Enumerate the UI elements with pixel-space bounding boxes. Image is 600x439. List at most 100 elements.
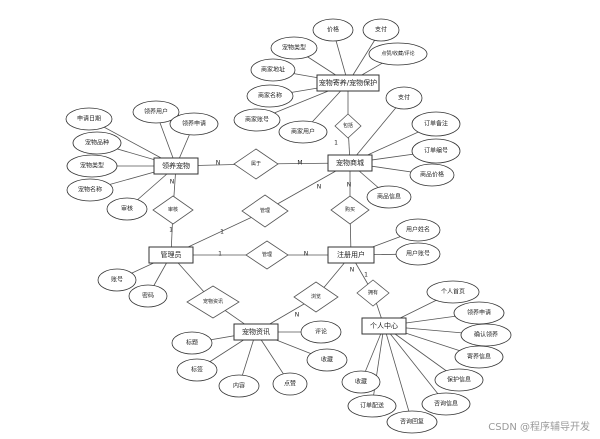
attribute-label-a_collect2: 收藏: [355, 378, 367, 386]
attribute-label-a_comment: 评论: [315, 328, 327, 336]
attribute-label-a_shopacct: 商家账号: [245, 116, 269, 124]
relationship-label-r_user_info: 浏览: [311, 293, 321, 300]
relationship-label-r_user_shop: 购买: [345, 206, 355, 213]
attribute-ellipse-a_comment: [300, 320, 342, 344]
attribute-ellipse-a_content: [218, 374, 260, 398]
attribute-label-a_adopt_user: 领养用户: [144, 108, 168, 116]
attribute-label-a_username: 用户姓名: [406, 226, 430, 234]
attribute-label-a_apply_date: 申请日期: [77, 115, 101, 123]
cardinality-label-c12: N: [295, 312, 300, 319]
cardinality-label-c8: N: [304, 251, 309, 258]
attribute-label-a_title: 标题: [186, 339, 198, 347]
attribute-ellipse-a_collect2: [341, 370, 381, 394]
entity-box-adopt: [153, 157, 199, 175]
cardinality-label-c7: 1: [218, 251, 222, 258]
relationship-label-r_admin_shop: 管理: [260, 207, 270, 214]
attribute-label-a_acct: 账号: [111, 276, 123, 284]
attribute-ellipse-a_tag: [176, 358, 218, 382]
cardinality-label-c9: N: [170, 179, 175, 186]
attribute-label-a_orderno: 订单编号: [424, 147, 448, 155]
attribute-ellipse-a_consultrep: [386, 410, 438, 434]
attribute-label-a_goodsprice: 商品价格: [420, 171, 444, 179]
relationship-label-r_admin_info: 宠物资讯: [203, 298, 223, 305]
attribute-label-a_like: 点赞: [284, 380, 296, 388]
attribute-label-a_buy: 点赞/收藏/评论: [381, 50, 414, 57]
attribute-label-a_price1: 价格: [327, 26, 339, 34]
attribute-label-a_pet_type2: 宠物类型: [80, 162, 104, 170]
attribute-ellipse-a_pet_breed: [72, 131, 122, 155]
attribute-label-a_homepage: 个人首页: [441, 288, 465, 296]
attribute-ellipse-a_price1: [312, 18, 354, 42]
relationship-diamond-r_user_shop: [330, 195, 370, 225]
attribute-label-a_ordership: 订单配送: [360, 402, 384, 410]
attribute-ellipse-a_pettype1: [270, 36, 318, 60]
attribute-ellipse-a_pay1: [362, 18, 400, 42]
attribute-ellipse-a_adopt_user: [132, 100, 180, 124]
cardinality-label-c3: M: [297, 160, 302, 167]
attribute-label-a_pay1: 支付: [375, 26, 387, 34]
relationship-diamond-r_user_center: [356, 279, 390, 307]
attribute-ellipse-a_ordernote: [411, 111, 461, 137]
entity-box-info: [233, 323, 279, 341]
attribute-label-a_pet_name: 宠物名称: [78, 186, 102, 194]
relationship-label-r_user_center: 拥有: [368, 289, 378, 296]
attribute-ellipse-a_goodsinfo: [366, 185, 412, 209]
cardinality-label-c4: N: [317, 184, 322, 191]
relationship-label-r_adopt_admin: 审核: [168, 206, 178, 213]
attribute-label-a_consultrep: 咨询回复: [400, 418, 424, 426]
attribute-label-a_content: 内容: [233, 382, 245, 390]
attribute-label-a_ordernote: 订单备注: [424, 120, 448, 128]
entity-box-store: [316, 74, 380, 92]
cardinality-label-c13: 1: [364, 272, 368, 279]
entity-box-user: [327, 246, 375, 264]
attribute-ellipse-a_pet_type2: [66, 154, 118, 178]
attribute-ellipse-a_title: [171, 331, 213, 355]
attribute-ellipse-a_addr: [250, 58, 296, 82]
attribute-label-a_collect: 收藏: [321, 356, 333, 364]
attribute-connector: [349, 97, 405, 164]
attribute-ellipse-a_pwd: [128, 284, 168, 308]
attribute-label-a_useracct: 用户账号: [406, 250, 430, 258]
relationship-diamond-r_admin_info: [186, 285, 240, 319]
attribute-ellipse-a_acct: [97, 268, 137, 292]
relationship-label-r_store_shop: 包括: [343, 122, 353, 129]
attribute-label-a_shopname: 商家名称: [258, 92, 282, 100]
entity-label-admin: 管理员: [161, 250, 182, 259]
attribute-label-a_tag: 标签: [191, 366, 203, 374]
attribute-ellipse-a_shopname: [246, 84, 294, 108]
relationship-diamond-r_store_shop: [334, 113, 362, 139]
attribute-ellipse-a_orderno: [411, 138, 461, 164]
attribute-label-a_confirm: 确认领养: [474, 331, 498, 339]
relationship-diamond-r_user_info: [293, 281, 339, 313]
attribute-ellipse-a_pay2: [385, 86, 423, 110]
cardinality-label-c5: 1: [220, 229, 224, 236]
entity-box-center: [361, 317, 407, 335]
attribute-ellipse-a_username: [395, 218, 441, 242]
attribute-ellipse-a_review: [106, 197, 148, 221]
entity-label-shop: 宠物商城: [336, 158, 364, 167]
attribute-label-a_adopt_apply: 领养申请: [182, 120, 206, 128]
attribute-label-a_pettype1: 宠物类型: [282, 44, 306, 52]
attribute-label-a_shopuser: 商家用户: [291, 128, 315, 136]
attribute-label-a_pay2: 支付: [398, 94, 410, 102]
attribute-label-a_pwd: 密码: [142, 292, 154, 300]
entity-label-adopt: 领养宠物: [162, 161, 190, 170]
attribute-ellipse-a_like: [272, 372, 308, 396]
attribute-ellipse-a_consult: [421, 392, 471, 416]
entity-box-shop: [327, 154, 373, 172]
attribute-label-a_review: 审核: [121, 205, 133, 213]
relationship-label-r_admin_user: 管理: [262, 251, 272, 258]
attribute-ellipse-a_apply_date: [65, 107, 113, 131]
relationship-label-r_adopt_shop: 属于: [251, 161, 261, 167]
attribute-ellipse-a_homepage: [426, 280, 480, 304]
attribute-ellipse-a_adoptreq: [453, 301, 505, 325]
entity-label-user: 注册用户: [337, 250, 365, 259]
attribute-label-a_consult: 咨询信息: [434, 400, 458, 408]
attribute-ellipse-a_goodsprice: [409, 163, 455, 187]
watermark: CSDN @程序辅导开发: [488, 422, 590, 433]
entity-label-info: 宠物资讯: [242, 327, 270, 336]
attribute-ellipse-a_foster: [454, 345, 504, 369]
attribute-ellipse-a_adopt_apply: [169, 112, 219, 136]
attribute-ellipse-a_useracct: [395, 242, 441, 266]
